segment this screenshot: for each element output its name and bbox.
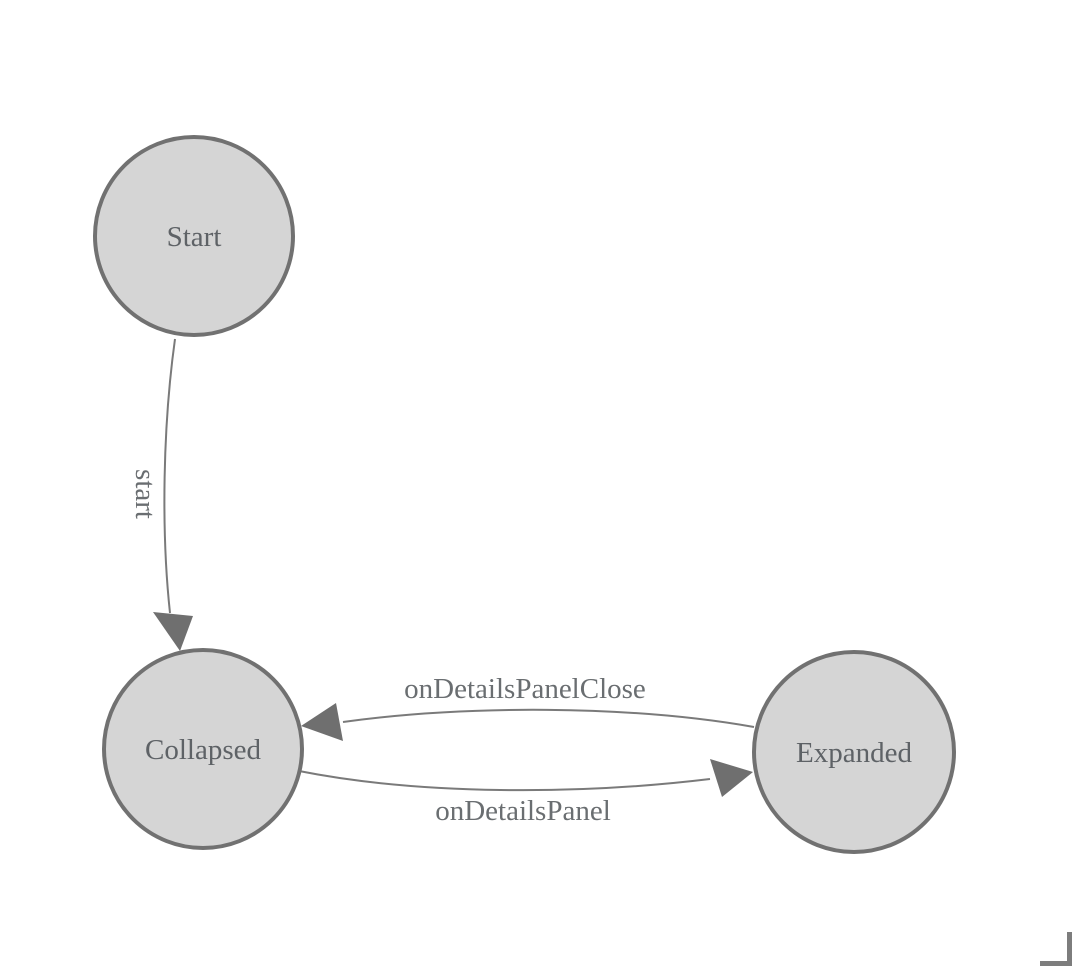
edge-start-label: start: [129, 469, 161, 519]
node-expanded-circle[interactable]: [752, 650, 956, 854]
edge-ondetailspanelclose-path: [342, 708, 755, 728]
node-start-circle[interactable]: [93, 135, 295, 337]
node-expanded[interactable]: Expanded: [752, 650, 956, 854]
edge-ondetailspanel-path: [298, 770, 711, 792]
node-collapsed[interactable]: Collapsed: [102, 648, 304, 850]
edge-ondetailspanelclose-arrowhead: [301, 703, 343, 741]
scrollbar-corner-vertical-bar: [1067, 932, 1072, 966]
node-expanded-label: Expanded: [796, 737, 912, 769]
scrollbar-corner: [1040, 932, 1072, 966]
edge-start-arrowhead: [153, 612, 193, 651]
node-collapsed-label: Collapsed: [145, 734, 261, 766]
scrollbar-corner-horizontal-bar: [1040, 961, 1072, 966]
node-start-label: Start: [167, 221, 222, 253]
edge-ondetailspanelclose-label: onDetailsPanelClose: [404, 673, 646, 705]
edge-ondetailspanel: onDetailsPanel: [298, 759, 753, 827]
edge-ondetailspanel-label: onDetailsPanel: [435, 795, 611, 827]
edge-ondetailspanel-arrowhead: [710, 759, 753, 797]
node-collapsed-circle[interactable]: [102, 648, 304, 850]
edge-start-path: [163, 338, 176, 614]
node-start[interactable]: Start: [93, 135, 295, 337]
edge-ondetailspanelclose: onDetailsPanelClose: [301, 673, 755, 741]
edge-start: start: [129, 338, 193, 651]
